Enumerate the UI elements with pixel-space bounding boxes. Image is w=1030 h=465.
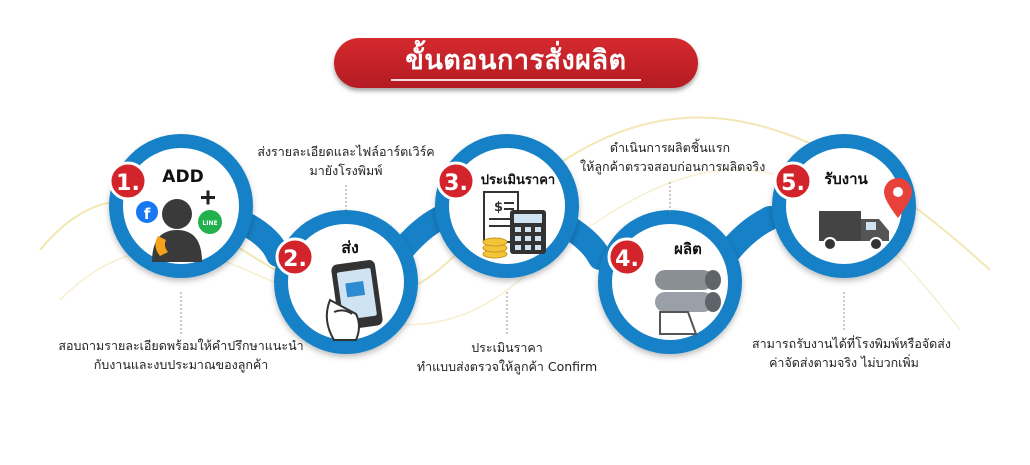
step-badge-5 [773, 161, 813, 201]
svg-text:$: $ [494, 200, 503, 215]
step-badge-1 [108, 161, 148, 201]
step-desc-4: ดำเนินการผลิตชิ้นแรก ให้ลูกค้าตรวจสอบก่อ… [580, 138, 766, 176]
step-number-4: 4. [615, 247, 639, 272]
step-desc-2-line-2: มายังโรงพิมพ์ [309, 163, 383, 178]
page-title: ขั้นตอนการสั่งผลิต [391, 45, 641, 81]
step-badge-3 [436, 161, 476, 201]
leader-lines [180, 182, 845, 335]
step-desc-2-line-1: ส่งรายละเอียดและไฟล์อาร์ตเวิร์ค [257, 144, 435, 159]
paper-rolls-icon [655, 270, 721, 335]
step-desc-5-line-1: สามารถรับงานได้ที่โรงพิมพ์หรือจัดส่ง [752, 336, 952, 351]
step-desc-5-line-2: ค่าจัดส่งตามจริง ไม่บวกเพิ่ม [769, 355, 919, 370]
step-desc-1-line-2: กับงานและงบประมาณของลูกค้า [93, 357, 269, 372]
phone-in-hand-icon [325, 260, 383, 341]
step-desc-2: ส่งรายละเอียดและไฟล์อาร์ตเวิร์ค มายังโรง… [256, 142, 436, 180]
step-5: 5. รับงาน [773, 161, 912, 251]
step-2: 2. ส่ง [275, 237, 383, 341]
step-desc-4-line-2: ให้ลูกค้าตรวจสอบก่อนการผลิตจริง [580, 159, 766, 174]
step-desc-3-line-2: ทำแบบส่งตรวจให้ลูกค้า Confirm [416, 359, 598, 374]
contact-person-icon: f LINE [136, 190, 222, 262]
delivery-truck-icon [819, 211, 889, 251]
step-label-3: ประเมินราคา [481, 173, 555, 188]
step-ring-5 [772, 134, 916, 278]
step-desc-5: สามารถรับงานได้ที่โรงพิมพ์หรือจัดส่ง ค่า… [752, 334, 952, 372]
step-desc-3-line-1: ประเมินราคา [471, 340, 543, 355]
title-banner: ขั้นตอนการสั่งผลิต [334, 38, 698, 88]
svg-text:LINE: LINE [202, 220, 217, 227]
step-number-2: 2. [283, 247, 307, 272]
step-number-5: 5. [781, 171, 805, 196]
step-badge-4 [607, 237, 647, 277]
svg-text:f: f [144, 205, 151, 223]
calculator-receipt-icon: $ [482, 191, 546, 259]
step-number-3: 3. [444, 171, 468, 196]
step-label-5: รับงาน [824, 170, 868, 188]
location-pin-icon [884, 178, 912, 218]
step-badge-2 [275, 237, 315, 277]
step-label-4: ผลิต [674, 240, 702, 258]
step-1: 1. ADD f LINE [108, 161, 222, 262]
step-label-2: ส่ง [341, 238, 359, 257]
step-desc-1-line-1: สอบถามรายละเอียดพร้อมให้คำปรึกษาแนะนำ [58, 338, 304, 353]
step-desc-4-line-1: ดำเนินการผลิตชิ้นแรก [609, 140, 731, 155]
step-number-1: 1. [116, 171, 140, 196]
step-3: 3. ประเมินราคา $ [436, 161, 555, 259]
step-desc-1: สอบถามรายละเอียดพร้อมให้คำปรึกษาแนะนำ กั… [54, 336, 308, 374]
step-4: 4. ผลิต [607, 237, 721, 335]
step-label-1: ADD [162, 167, 203, 187]
step-desc-3: ประเมินราคา ทำแบบส่งตรวจให้ลูกค้า Confir… [412, 338, 602, 376]
